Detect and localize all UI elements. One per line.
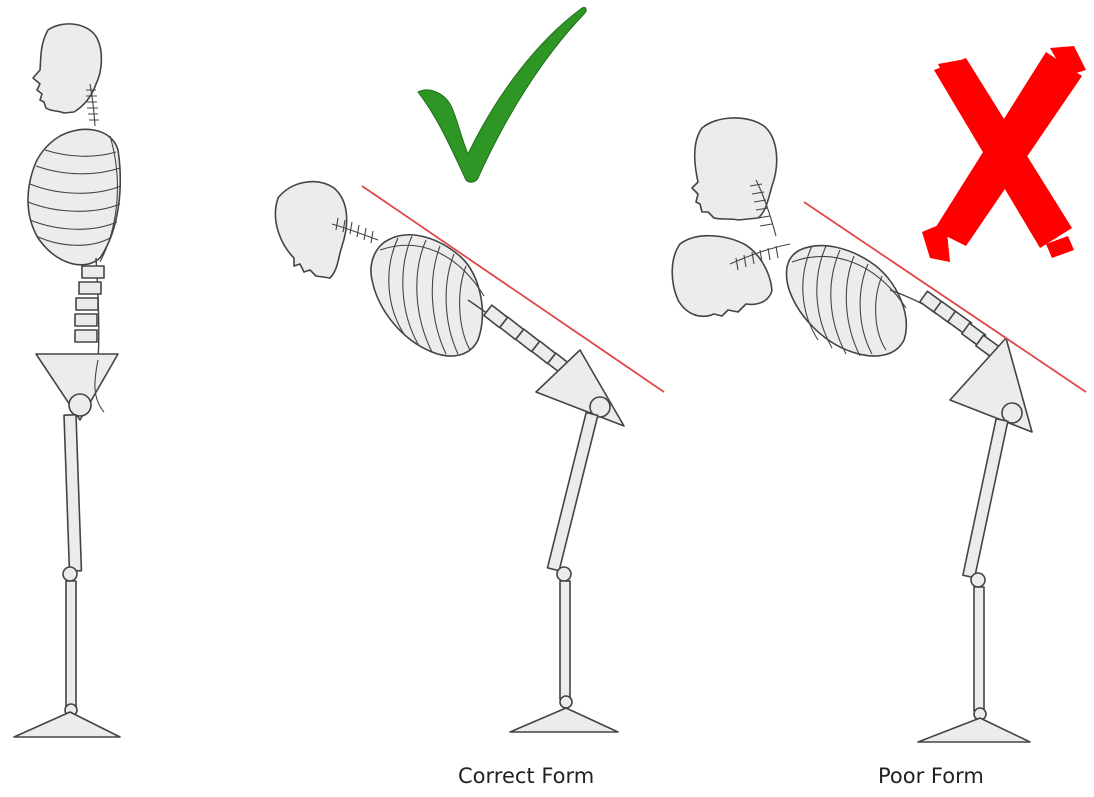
poor-form-label: Poor Form — [878, 764, 984, 788]
skull — [33, 24, 101, 113]
cervical-spine — [86, 84, 99, 126]
leg — [14, 394, 120, 737]
standing-skeleton — [14, 24, 121, 737]
leg — [510, 397, 618, 732]
checkmark-icon — [418, 7, 586, 182]
correct-form-skeleton — [275, 182, 664, 732]
lumbar-spine — [75, 258, 104, 360]
rib-cage — [371, 235, 484, 356]
cross-icon — [922, 46, 1086, 262]
skull-lower — [672, 236, 772, 317]
skull-upper — [692, 118, 777, 220]
leg — [918, 403, 1030, 742]
lumbar-spine — [468, 300, 572, 376]
rib-cage — [28, 129, 121, 264]
correct-form-label: Correct Form — [458, 764, 594, 788]
rib-cage — [787, 246, 907, 356]
